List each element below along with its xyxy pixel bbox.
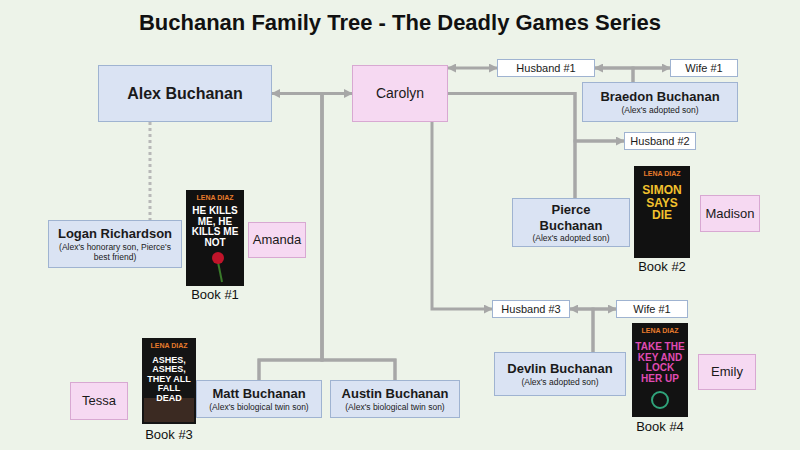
node-name: Tessa xyxy=(82,393,116,409)
spouse-box: Wife #1 xyxy=(670,59,738,77)
partner-box: Amanda xyxy=(248,222,306,258)
node-name: Madison xyxy=(705,206,754,222)
partner-box: Tessa xyxy=(70,382,128,420)
book-number: Book #3 xyxy=(129,428,209,442)
son-box: Braedon Buchanan(Alex's adopted son) xyxy=(582,82,738,122)
son-box: Devlin Buchanan(Alex's adopted son) xyxy=(494,352,626,396)
spouse-box: Husband #1 xyxy=(497,59,595,77)
spouse-box: Wife #1 xyxy=(616,300,688,318)
node-name: Austin Buchanan xyxy=(342,386,449,402)
book-cover xyxy=(634,166,690,258)
book-number: Book #1 xyxy=(175,288,255,302)
node-name: Devlin Buchanan xyxy=(507,361,612,377)
family-connector xyxy=(570,309,593,352)
node-name: Wife #1 xyxy=(685,61,722,75)
book-cover xyxy=(142,338,196,424)
node-name: Alex Buchanan xyxy=(127,84,243,103)
cover-title: HE KILLS ME, HE KILLS ME NOT xyxy=(188,206,242,248)
cover-title: ASHES, ASHES, THEY ALL FALL DEAD xyxy=(144,356,194,403)
node-name: Matt Buchanan xyxy=(212,386,305,402)
spouse-box: Husband #3 xyxy=(492,300,570,318)
family-connector xyxy=(575,141,624,198)
node-name: Wife #1 xyxy=(633,302,670,316)
cover-author: LENA DIAZ xyxy=(188,194,242,201)
rose-stem xyxy=(218,262,222,282)
son-box: Matt Buchanan(Alex's biological twin son… xyxy=(196,380,322,418)
son-box: Pierce Buchanan(Alex's adopted son) xyxy=(512,198,630,247)
family-connector xyxy=(322,94,395,381)
family-connector xyxy=(448,67,497,70)
node-name: Husband #2 xyxy=(630,134,689,148)
node-subtitle: (Alex's adopted son) xyxy=(521,377,598,387)
cover-title: TAKE THE KEY AND LOCK HER UP xyxy=(634,342,686,384)
partner-box: Emily xyxy=(698,354,756,390)
family-connector xyxy=(595,68,633,82)
family-connector xyxy=(593,309,616,352)
family-connector xyxy=(149,122,152,220)
node-name: Braedon Buchanan xyxy=(600,89,719,105)
cover-title: SIMON SAYS DIE xyxy=(636,184,688,222)
family-connector xyxy=(633,68,670,82)
cover-author: LENA DIAZ xyxy=(636,170,688,177)
node-subtitle: (Alex's adopted son) xyxy=(621,105,698,115)
book-cover xyxy=(186,190,244,286)
node-name: Husband #1 xyxy=(516,61,575,75)
book-number: Book #4 xyxy=(620,420,700,434)
cover-art xyxy=(652,392,668,408)
node-subtitle: (Alex's biological twin son) xyxy=(209,402,308,412)
diagram-title: Buchanan Family Tree - The Deadly Games … xyxy=(0,10,800,36)
node-subtitle: (Alex's adopted son) xyxy=(532,233,609,243)
node-name: Pierce Buchanan xyxy=(519,202,623,233)
node-subtitle: (Alex's honorary son, Pierce's best frie… xyxy=(55,242,175,262)
node-name: Husband #3 xyxy=(501,302,560,316)
partner-box: Madison xyxy=(700,195,760,232)
parent-box: Alex Buchanan xyxy=(98,65,272,122)
family-connector xyxy=(432,122,492,309)
son-box: Logan Richardson(Alex's honorary son, Pi… xyxy=(48,220,182,268)
parent-box: Carolyn xyxy=(352,65,448,122)
rose xyxy=(212,252,224,264)
son-box: Austin Buchanan(Alex's biological twin s… xyxy=(330,380,460,418)
node-subtitle: (Alex's biological twin son) xyxy=(345,402,444,412)
book-number: Book #2 xyxy=(622,260,702,274)
node-name: Carolyn xyxy=(376,85,424,102)
cover-author: LENA DIAZ xyxy=(144,342,194,349)
book-cover xyxy=(632,323,688,417)
node-name: Emily xyxy=(711,364,743,380)
spouse-box: Husband #2 xyxy=(624,132,696,150)
family-connector xyxy=(448,94,575,199)
node-name: Amanda xyxy=(253,232,301,248)
node-name: Logan Richardson xyxy=(58,226,172,242)
cover-author: LENA DIAZ xyxy=(634,327,686,334)
